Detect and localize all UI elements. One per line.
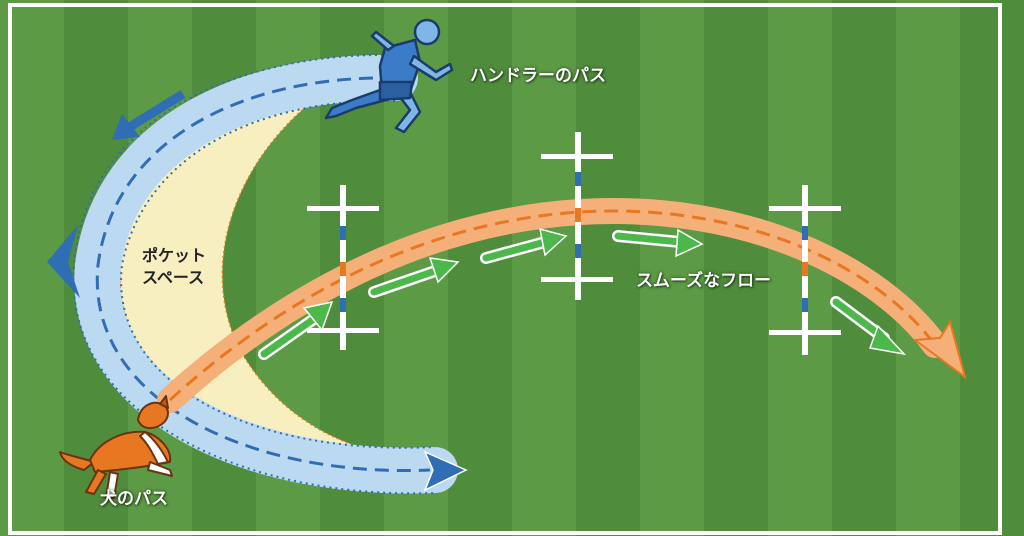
flow-arrow-5 [830,296,907,356]
field-boundary [8,3,1002,535]
dog-path-dash [168,209,937,402]
handler-path-label: ハンドラーのパス [470,66,606,86]
flow-arrow-1 [258,300,334,360]
flow-arrow-3 [480,227,568,264]
pocket-space-label: ポケット スペース [142,245,222,289]
dog-path-arrowhead [912,319,967,380]
pocket-space-label-line1: ポケット [142,246,207,265]
handler-path-dash [95,76,431,473]
flow-arrow-4 [612,228,704,258]
jump-bar-3 [769,185,841,355]
flow-arrow-2 [368,257,460,298]
running-person-icon [324,18,454,134]
smooth-flow-label: スムーズなフロー [636,271,772,291]
running-dog-icon [59,395,173,499]
handler-direction-arrow-1 [112,90,186,140]
jump-bar-2 [541,132,613,300]
jump-bar-1 [307,185,379,350]
dog-path-label: 犬のパス [100,489,168,509]
handler-path-arrowhead [423,450,468,492]
pocket-space-label-line2: スペース [142,268,205,287]
handler-direction-arrow-2 [47,225,80,298]
